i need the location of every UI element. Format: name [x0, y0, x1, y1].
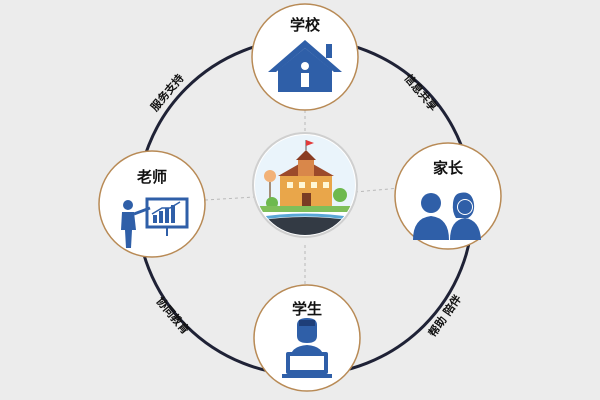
node-teacher-label: 老师	[136, 168, 167, 186]
house-icon	[268, 40, 342, 92]
school-building-illustration	[255, 135, 355, 235]
connectors	[204, 110, 401, 285]
node-school-label: 学校	[290, 16, 321, 34]
node-parent: 家长	[394, 142, 502, 250]
node-teacher: 老师	[98, 150, 206, 258]
center-node	[252, 132, 358, 238]
parents-icon	[413, 192, 481, 240]
node-parent-label: 家长	[433, 159, 464, 177]
edge-label-school-parent: 信息共享	[402, 71, 441, 114]
student-laptop-icon	[282, 318, 332, 378]
edge-label-teacher-student: 协同教育	[154, 294, 193, 337]
teacher-presentation-icon	[121, 197, 189, 248]
node-student: 学生	[253, 284, 361, 392]
node-school: 学校	[251, 3, 359, 111]
node-student-label: 学生	[292, 300, 322, 318]
